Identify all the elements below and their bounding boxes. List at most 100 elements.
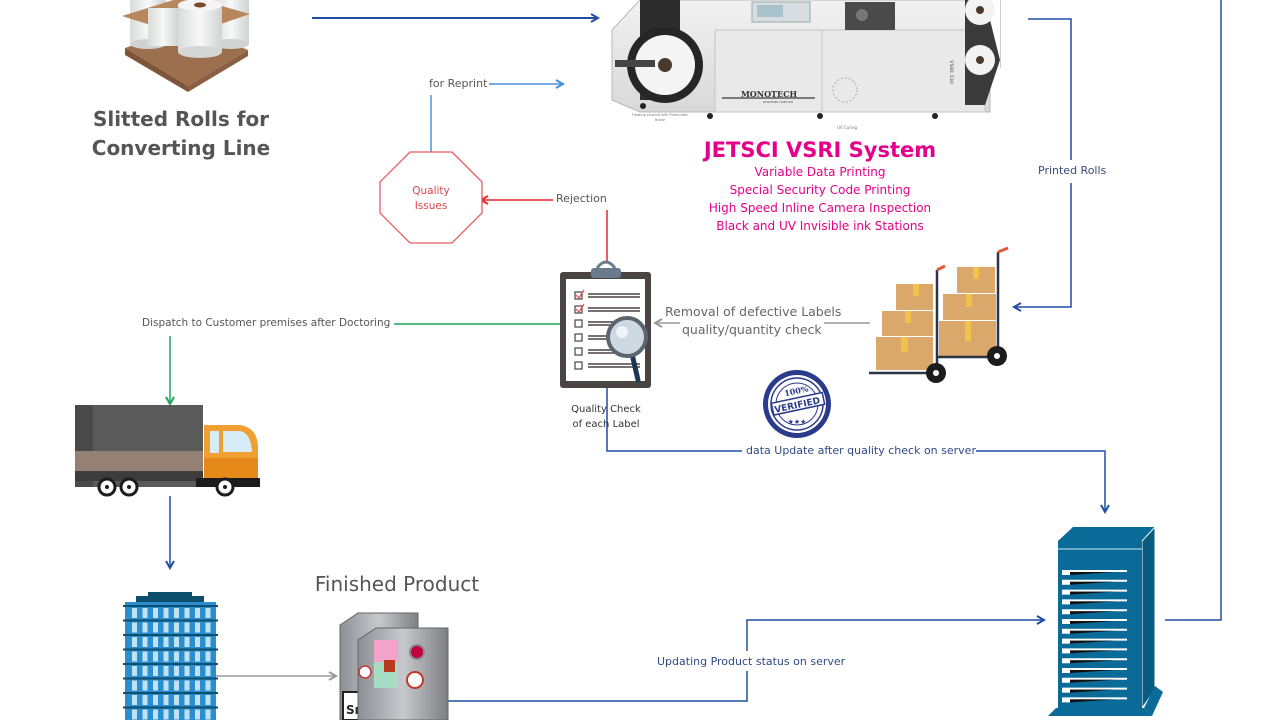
building-window [174,666,179,676]
building-window [142,709,148,720]
building-window [142,622,148,633]
building-window [132,680,137,691]
building-window [142,695,148,705]
edge-printed-rolls-top [1028,18,1072,160]
server-slot [1062,619,1127,624]
building-window [163,680,169,691]
building-window [195,651,200,662]
printer-dashed-guide [1000,0,1001,68]
building-window [205,709,211,720]
slitted-rolls-title-line1: Slitted Rolls for [93,107,269,131]
server-slot [1062,687,1127,693]
building-window [174,709,179,720]
server-slot [1062,628,1127,634]
quality-issues-line1: Quality [412,185,450,197]
building-window [195,709,200,720]
building-window [163,666,169,676]
edge-label-data-update: data Update after quality check on serve… [746,444,976,457]
server-slot-shadow [1070,660,1115,664]
building-window [195,608,200,618]
verified-stamp-icon: VERIFIED 100% ★★★ [763,370,831,438]
building-floor-line [123,663,218,665]
building-window [163,651,169,662]
cigarette-packs-icon: Sm [339,612,449,720]
building-window [142,651,148,662]
server-slot-shadow [1070,630,1115,634]
building-floor-line [123,605,218,607]
edge-label-rejection: Rejection [556,192,607,205]
building-window [142,680,148,691]
building-window [174,680,179,691]
building-window [153,709,158,720]
server-slot [1062,589,1127,595]
building-window [132,608,137,618]
building-window [205,666,211,676]
server-slot-shadow [1070,581,1115,585]
building-window [195,680,200,691]
server-slot-shadow [1070,601,1115,605]
hand-truck-boxes-icon [869,246,1009,383]
edge-data-update-right [970,450,1105,512]
server-slot-shadow [1070,699,1115,703]
server-slot-shadow [1070,572,1115,575]
server-slot [1062,697,1127,703]
building-window [184,637,190,647]
office-building-icon [123,592,218,720]
server-slot [1062,668,1127,673]
building-window [153,680,158,691]
building-window [184,622,190,633]
finished-product-title: Finished Product [315,572,479,596]
edge-printed-rolls-bottom [1014,183,1072,307]
building-window [174,608,179,618]
building-window [142,637,148,647]
building-window [142,666,148,676]
edge-label-reprint: for Reprint [427,77,490,90]
building-window [132,622,137,633]
building-window [153,622,158,633]
server-slot [1062,638,1127,644]
building-window [184,666,190,676]
building-window [205,608,211,618]
callout-uv-curing: UV Curing [837,125,858,130]
server-slot-shadow [1070,591,1115,595]
connectors [170,0,1222,702]
jetsci-feature: High Speed Inline Camera Inspection [708,201,932,215]
building-floor-line [123,677,218,680]
printer-model: VSRI 330 [948,59,954,84]
building-window [153,637,158,647]
server-slot-shadow [1070,650,1115,654]
building-window [195,637,200,647]
building-window [163,709,169,720]
building-floor-line [123,634,218,636]
building-window [132,695,137,705]
building-floor-line [123,692,218,694]
quality-check-line2: of each Label [572,419,639,430]
label-printing-machine-icon [611,0,1000,119]
building-window [163,695,169,705]
building-window [184,695,190,705]
server-slot [1062,579,1127,585]
building-floor-line [123,706,218,709]
building-floor-line [123,619,218,622]
edge-label-product-status: Updating Product status on server [657,655,846,668]
callout-floating-unwind: Floating Unwind with Pneumatic Brake [631,113,689,122]
delivery-truck-icon [75,405,260,497]
stamp-stars: ★★★ [788,418,807,426]
quality-issues-octagon [379,151,483,244]
building-window [184,709,190,720]
paper-rolls-on-pallet-icon [122,0,250,92]
building-window [205,637,211,647]
server-slot-shadow [1070,621,1115,624]
printer-brand: MONOTECH [741,89,798,99]
building-window [163,608,169,618]
building-window [153,666,158,676]
server-slot-shadow [1070,611,1115,615]
jetsci-feature: Special Security Code Printing [729,183,911,197]
server-slot [1062,609,1127,615]
server-slot-shadow [1070,640,1115,644]
server-slot [1062,570,1127,575]
building-floor-line [123,648,218,651]
server-slot [1062,677,1127,683]
building-window [184,651,190,662]
